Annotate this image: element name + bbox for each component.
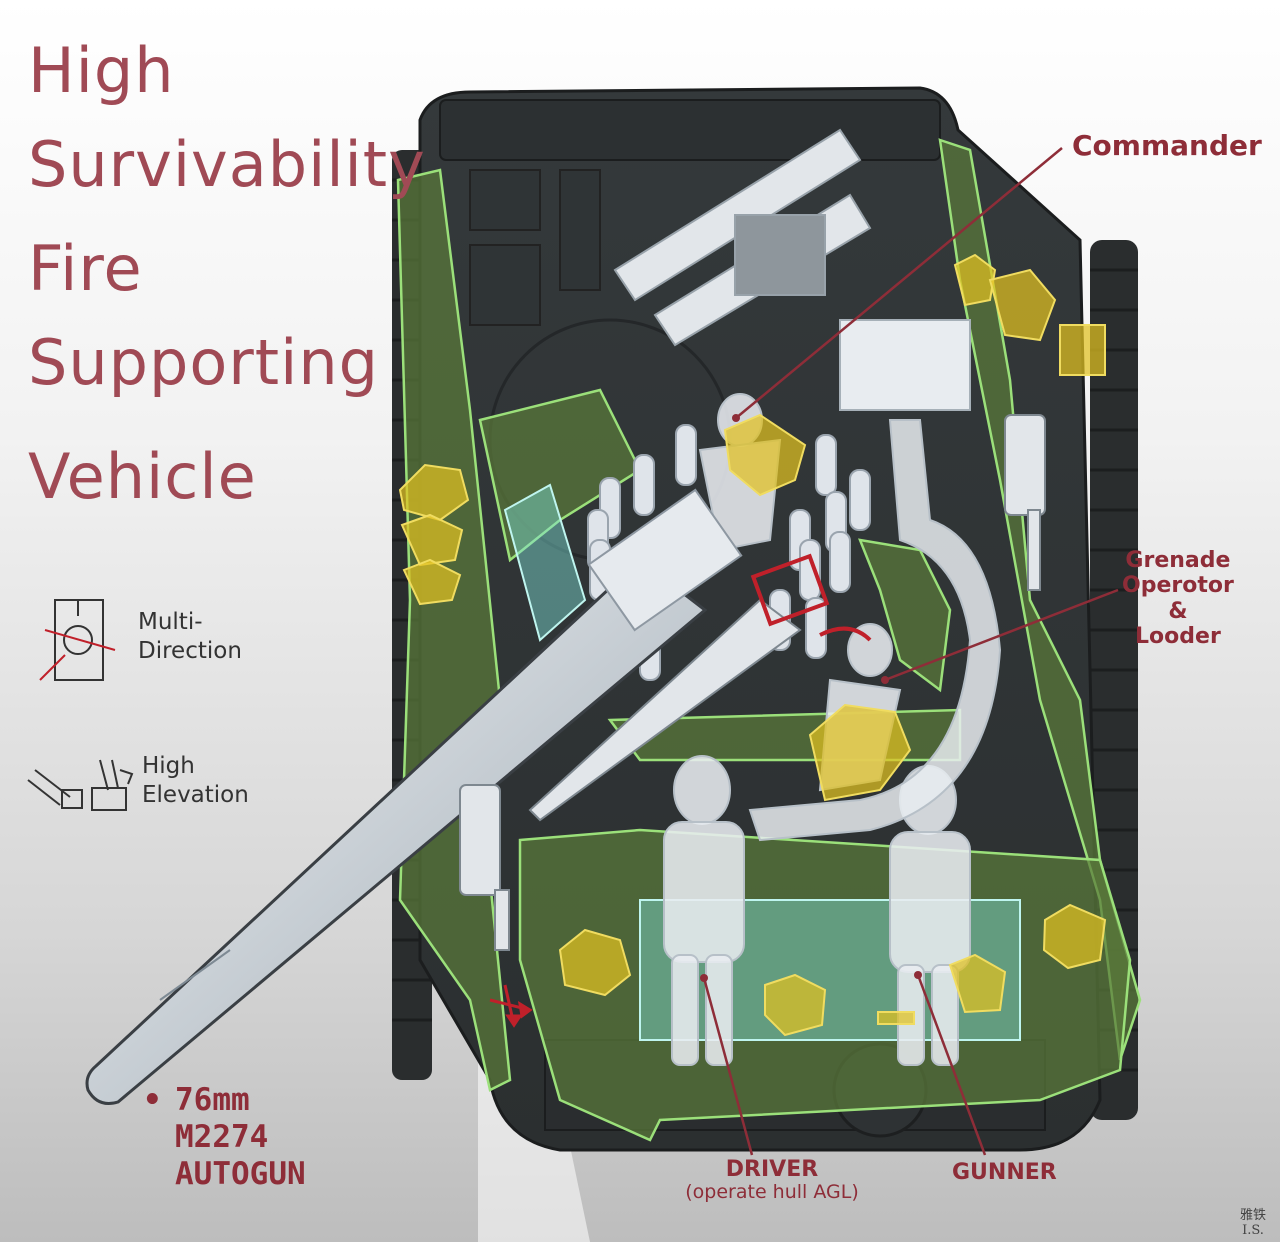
gun-label-line2: M2274 <box>175 1119 269 1156</box>
title-line-1: High <box>28 34 175 107</box>
title-line-4: Supporting <box>28 326 379 399</box>
callout-grenade-line2: Operotor <box>1122 573 1234 599</box>
signature-line2: I.S. <box>1242 1222 1264 1238</box>
callout-grenade-line3: & <box>1168 598 1188 624</box>
callout-dots <box>700 414 922 982</box>
callout-driver-line2: (operate hull AGL) <box>685 1181 859 1204</box>
yellow-panels <box>398 253 1107 1037</box>
legend-high-elevation: High Elevation <box>142 752 249 810</box>
artist-signature: 雅铁 I.S. <box>1240 1209 1266 1238</box>
turret-traverse-marker <box>750 553 872 642</box>
gun-label-caliber: 76mm <box>175 1082 250 1118</box>
callout-grenade-operator: Grenade Operotor & Looder <box>1122 548 1234 649</box>
roof-weapon-station <box>613 128 872 347</box>
legend-high-elevation-line1: High <box>142 753 195 779</box>
legend-high-elevation-line2: Elevation <box>142 781 249 808</box>
legend-multi-direction-line2: Direction <box>138 637 242 664</box>
title-line-3: Fire <box>28 232 143 305</box>
callout-driver-line1: DRIVER <box>725 1157 819 1182</box>
gun-elevation-icon <box>27 759 134 811</box>
title-line-2: Survivability <box>28 128 426 201</box>
rotation-arrows-icon <box>489 984 533 1028</box>
signature-line1: 雅铁 <box>1239 1208 1266 1224</box>
ammo-feed <box>748 419 1002 842</box>
gun-label-line1: • 76mm <box>143 1082 306 1119</box>
main-gun <box>85 488 743 1105</box>
turret-rotation-icon <box>39 599 116 681</box>
legend-multi-direction: Multi- Direction <box>138 608 242 666</box>
gun-label-bullet: • <box>143 1082 162 1118</box>
grenade-launcher <box>528 598 802 822</box>
callout-commander: Commander <box>1072 129 1262 162</box>
gun-label: • 76mm M2274 AUTOGUN <box>143 1082 306 1194</box>
callout-driver: DRIVER (operate hull AGL) <box>672 1157 872 1204</box>
callout-gunner: GUNNER <box>952 1160 1057 1185</box>
side-guns <box>459 414 1046 951</box>
callout-leaders <box>702 147 1119 1156</box>
callout-grenade-line4: Looder <box>1135 623 1221 649</box>
gun-label-line3: AUTOGUN <box>175 1156 306 1193</box>
callout-grenade-line1: Grenade <box>1125 548 1231 573</box>
ammo-box <box>839 319 971 411</box>
title-line-5: Vehicle <box>28 440 257 513</box>
legend-multi-direction-line1: Multi- <box>138 609 203 635</box>
